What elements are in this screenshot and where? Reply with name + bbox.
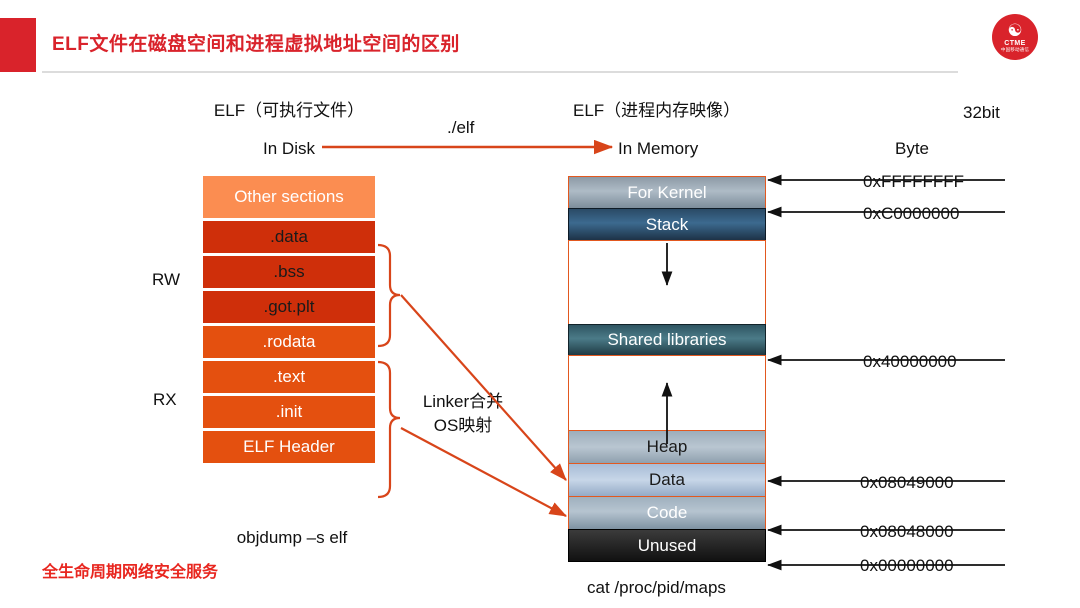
section-label: ELF Header — [243, 437, 335, 456]
unit-label: Byte — [895, 139, 930, 158]
section-label: Other sections — [234, 187, 344, 206]
header-divider — [42, 71, 958, 73]
memory-block-shared-libraries[interactable]: Shared libraries — [568, 324, 766, 355]
address-label-5: 0x00000000 — [860, 556, 954, 575]
mapping-label-line1: Linker合并 — [422, 392, 504, 411]
address-label-0: 0xFFFFFFFF — [863, 172, 965, 191]
disk-subcaption: In Disk — [263, 139, 315, 158]
memory-block-label: Unused — [637, 535, 697, 555]
memory-block-label: For Kernel — [627, 182, 707, 202]
section-data[interactable]: .data — [203, 221, 375, 253]
header-accent-bar — [0, 18, 36, 72]
map-arrow-to-code — [400, 427, 567, 517]
address-label-2: 0x40000000 — [863, 352, 957, 371]
memory-caption: ELF（进程内存映像） — [573, 101, 741, 120]
memory-block-label: Code — [646, 503, 688, 522]
logo-cn-name: 中国移动通信 — [1000, 46, 1030, 52]
process-memory-map: For Kernel Stack Shared libraries Heap D… — [568, 176, 766, 562]
address-label-1: 0xC0000000 — [863, 204, 960, 223]
bitness-label: 32bit — [963, 103, 1000, 122]
objdump-command: objdump –s elf — [236, 528, 348, 547]
section-got-plt[interactable]: .got.plt — [203, 291, 375, 323]
memory-gap-heap-growth — [568, 355, 766, 430]
footer-tagline: 全生命周期网络安全服务 — [42, 564, 219, 581]
section-elf-header[interactable]: ELF Header — [203, 431, 375, 463]
section-other-sections[interactable]: Other sections — [203, 176, 375, 218]
logo-name: CTME — [1004, 39, 1026, 47]
address-label-3: 0x08049000 — [860, 473, 954, 492]
rx-group-brace — [377, 360, 401, 499]
company-logo: ☯ CTME 中国移动通信 — [992, 14, 1038, 60]
section-label: .rodata — [262, 332, 316, 351]
memory-block-stack[interactable]: Stack — [568, 208, 766, 240]
memory-block-for-kernel[interactable]: For Kernel — [568, 176, 766, 208]
exec-arrow-label: ./elf — [447, 118, 475, 137]
flame-icon: ☯ — [1007, 20, 1023, 40]
address-label-4: 0x08048000 — [860, 522, 954, 541]
memory-block-unused[interactable]: Unused — [568, 529, 766, 562]
disk-caption: ELF（可执行文件） — [213, 101, 365, 120]
elf-file-sections: Other sections .data .bss .got.plt .roda… — [203, 176, 375, 466]
memory-subcaption: In Memory — [618, 139, 699, 158]
section-label: .bss — [273, 262, 305, 281]
memory-block-label: Heap — [646, 437, 688, 456]
perm-label-rx: RX — [153, 390, 177, 409]
section-label: .data — [270, 227, 308, 246]
page-title: ELF文件在磁盘空间和进程虚拟地址空间的区别 — [52, 34, 460, 55]
memory-block-label: Shared libraries — [607, 330, 727, 349]
section-label: .init — [275, 402, 303, 421]
memory-block-label: Stack — [645, 214, 689, 234]
section-init[interactable]: .init — [203, 396, 375, 428]
rw-group-brace — [377, 243, 401, 348]
section-text[interactable]: .text — [203, 361, 375, 393]
memory-block-data[interactable]: Data — [568, 463, 766, 496]
maps-command: cat /proc/pid/maps — [587, 578, 726, 597]
perm-label-rw: RW — [152, 270, 181, 289]
section-rodata[interactable]: .rodata — [203, 326, 375, 358]
memory-block-code[interactable]: Code — [568, 496, 766, 529]
memory-block-heap[interactable]: Heap — [568, 430, 766, 463]
section-label: .got.plt — [263, 297, 315, 316]
memory-block-label: Data — [649, 470, 685, 489]
section-bss[interactable]: .bss — [203, 256, 375, 288]
mapping-label-line2: OS映射 — [433, 416, 493, 435]
section-label: .text — [272, 367, 306, 386]
memory-gap-stack-growth — [568, 240, 766, 324]
